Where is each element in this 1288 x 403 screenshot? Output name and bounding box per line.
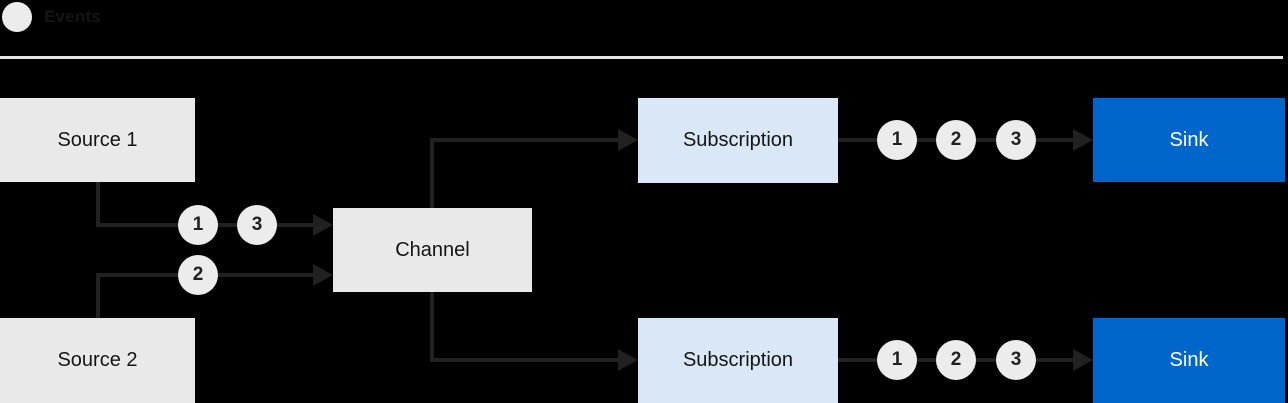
arrowhead-icon bbox=[618, 129, 638, 151]
arrowhead-icon bbox=[1073, 349, 1093, 371]
event-circle: 1 bbox=[877, 340, 917, 380]
node-sink-1-label: Sink bbox=[1169, 128, 1209, 151]
events-legend-icon bbox=[2, 2, 32, 32]
edge-channel-subscription2-vertical bbox=[430, 292, 434, 362]
edge-source1-channel-vertical bbox=[96, 182, 100, 227]
arrowhead-icon bbox=[313, 214, 333, 236]
edge-source2-channel-vertical bbox=[96, 275, 100, 318]
node-source-1-label: Source 1 bbox=[57, 128, 138, 151]
node-channel: Channel bbox=[333, 208, 532, 292]
event-circle: 3 bbox=[996, 120, 1036, 160]
node-subscription-1-label: Subscription bbox=[682, 129, 794, 151]
events-legend-label: Events bbox=[44, 7, 101, 26]
edge-channel-subscription2-horizontal bbox=[430, 358, 618, 362]
event-circle: 2 bbox=[178, 255, 218, 295]
arrowhead-icon bbox=[1073, 129, 1093, 151]
arrowhead-icon bbox=[618, 349, 638, 371]
event-circle: 2 bbox=[936, 340, 976, 380]
legend-divider bbox=[0, 56, 1283, 59]
node-subscription-2-label: Subscription bbox=[682, 349, 794, 371]
event-circle: 2 bbox=[936, 120, 976, 160]
node-source-1: Source 1 bbox=[0, 98, 195, 182]
event-circle: 1 bbox=[877, 120, 917, 160]
event-circle: 3 bbox=[996, 340, 1036, 380]
edge-channel-subscription1-horizontal bbox=[430, 138, 618, 142]
node-source-2-label: Source 2 bbox=[57, 349, 138, 371]
event-circle: 1 bbox=[178, 205, 218, 245]
edge-channel-subscription1-vertical bbox=[430, 138, 434, 208]
arrowhead-icon bbox=[313, 264, 333, 286]
node-subscription-1: Subscription bbox=[638, 98, 838, 183]
node-sink-1: Sink bbox=[1093, 98, 1285, 182]
node-sink-2: Sink bbox=[1093, 318, 1285, 403]
node-channel-label: Channel bbox=[395, 238, 470, 261]
node-source-2: Source 2 bbox=[0, 318, 195, 403]
event-circle: 3 bbox=[237, 205, 277, 245]
node-sink-2-label: Sink bbox=[1169, 349, 1209, 371]
node-subscription-2: Subscription bbox=[638, 318, 838, 403]
